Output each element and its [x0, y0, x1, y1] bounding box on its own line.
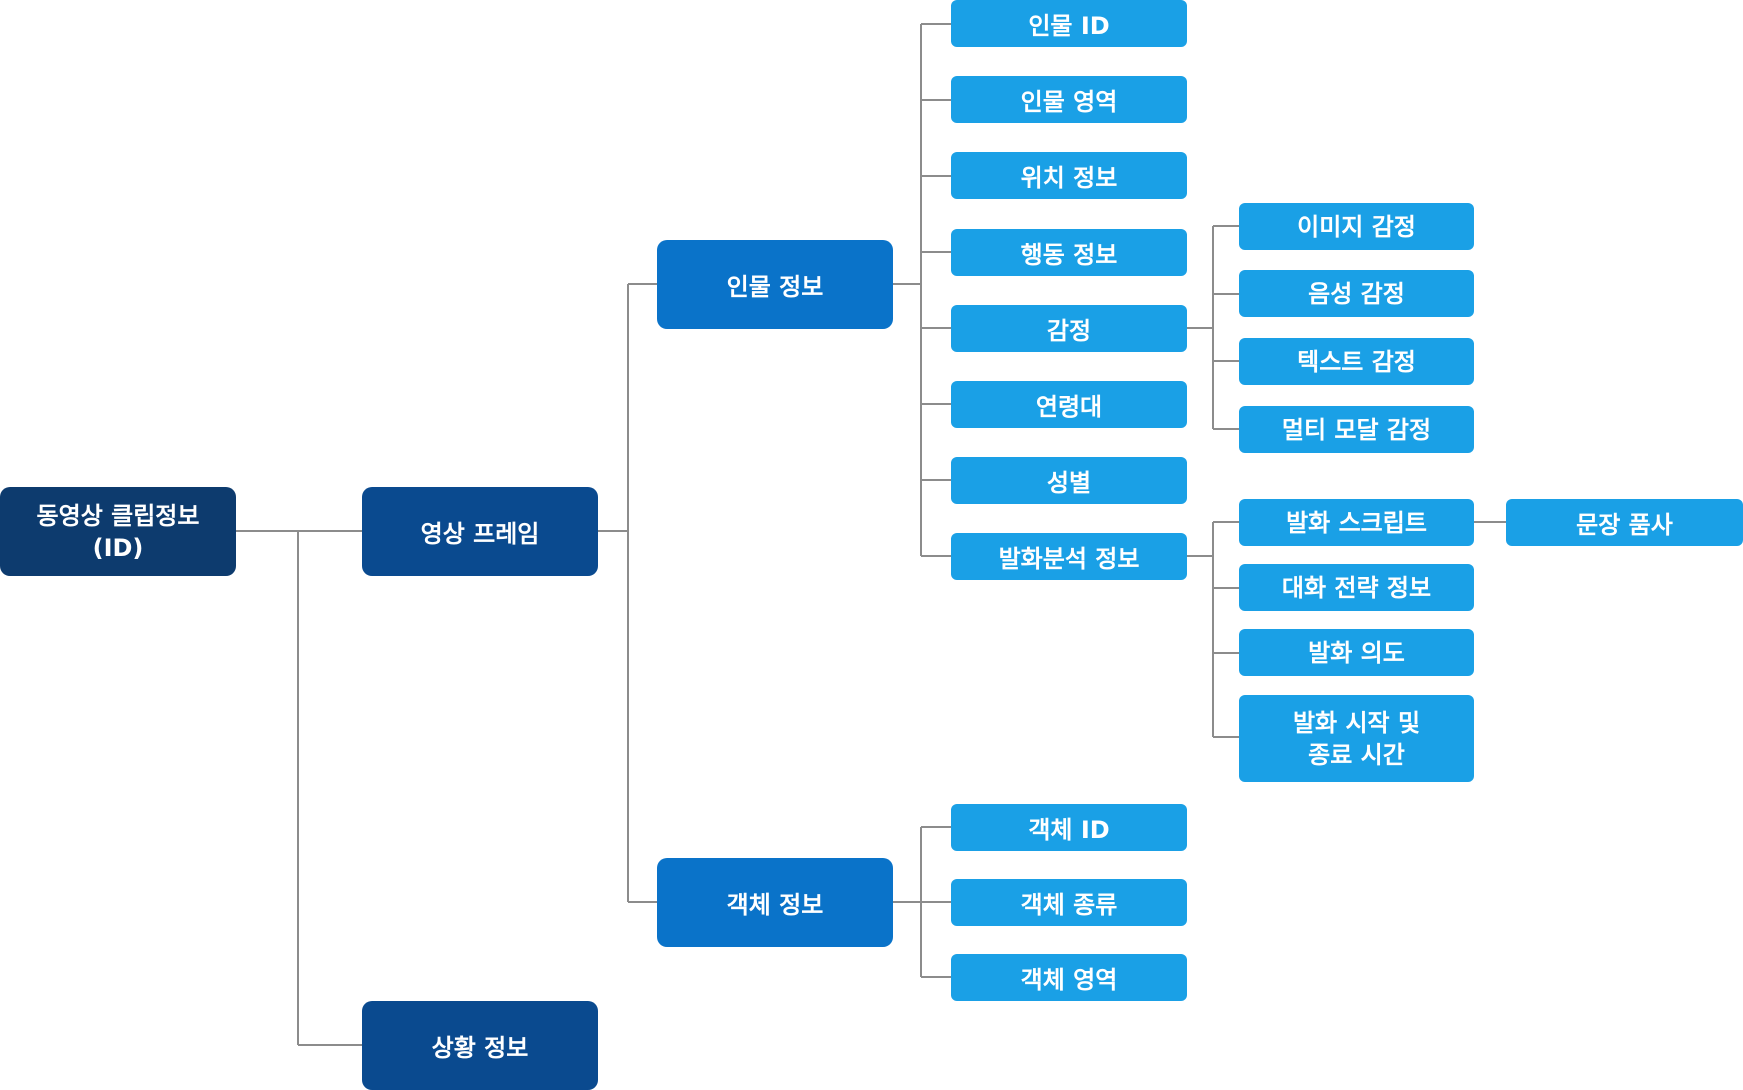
node-video-frame: 영상 프레임 [362, 487, 598, 576]
node-text-emotion: 텍스트 감정 [1239, 338, 1474, 385]
node-emotion: 감정 [951, 305, 1187, 352]
node-object-type: 객체 종류 [951, 879, 1187, 926]
node-image-emotion: 이미지 감정 [1239, 203, 1474, 250]
node-utterance-intent: 발화 의도 [1239, 629, 1474, 676]
node-utterance-time: 발화 시작 및 종료 시간 [1239, 695, 1474, 782]
node-situation-info: 상황 정보 [362, 1001, 598, 1090]
node-age-group: 연령대 [951, 381, 1187, 428]
node-video-clip-info: 동영상 클립정보 (ID) [0, 487, 236, 576]
node-location-info: 위치 정보 [951, 152, 1187, 199]
node-object-region: 객체 영역 [951, 954, 1187, 1001]
node-dialogue-strategy: 대화 전략 정보 [1239, 564, 1474, 611]
node-object-info: 객체 정보 [657, 858, 893, 947]
node-utterance-script: 발화 스크립트 [1239, 499, 1474, 546]
node-multimodal-emotion: 멀티 모달 감정 [1239, 406, 1474, 453]
node-gender: 성별 [951, 457, 1187, 504]
node-person-region: 인물 영역 [951, 76, 1187, 123]
node-voice-emotion: 음성 감정 [1239, 270, 1474, 317]
node-action-info: 행동 정보 [951, 229, 1187, 276]
node-person-info: 인물 정보 [657, 240, 893, 329]
node-sentence-pos: 문장 품사 [1506, 499, 1743, 546]
node-utterance-analysis: 발화분석 정보 [951, 533, 1187, 580]
node-person-id: 인물 ID [951, 0, 1187, 47]
node-object-id: 객체 ID [951, 804, 1187, 851]
